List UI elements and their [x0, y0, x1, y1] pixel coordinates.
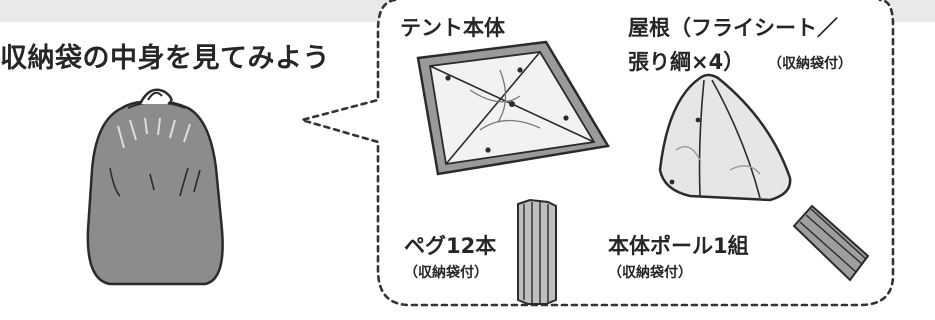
pegs-note: （収納袋付） [404, 265, 488, 281]
pegs-illustration [517, 198, 557, 305]
pegs-label: ペグ12本 [404, 234, 497, 258]
page-title: 収納袋の中身を見てみよう [0, 43, 330, 74]
fly-note: （収納袋付） [768, 56, 852, 72]
storage-bag-illustration [86, 88, 224, 286]
fly-label-line2: 張り綱×4） [628, 50, 745, 74]
poles-label: 本体ポール1組 [608, 234, 749, 258]
poles-note: （収納袋付） [608, 265, 692, 281]
tent-body-illustration [416, 40, 611, 176]
fly-sheet-illustration [658, 73, 792, 202]
fly-label-line1: 屋根（フライシート／ [628, 16, 838, 40]
tent-body-label: テント本体 [400, 16, 505, 40]
poles-illustration [792, 204, 870, 282]
speech-bubble [297, 0, 895, 307]
